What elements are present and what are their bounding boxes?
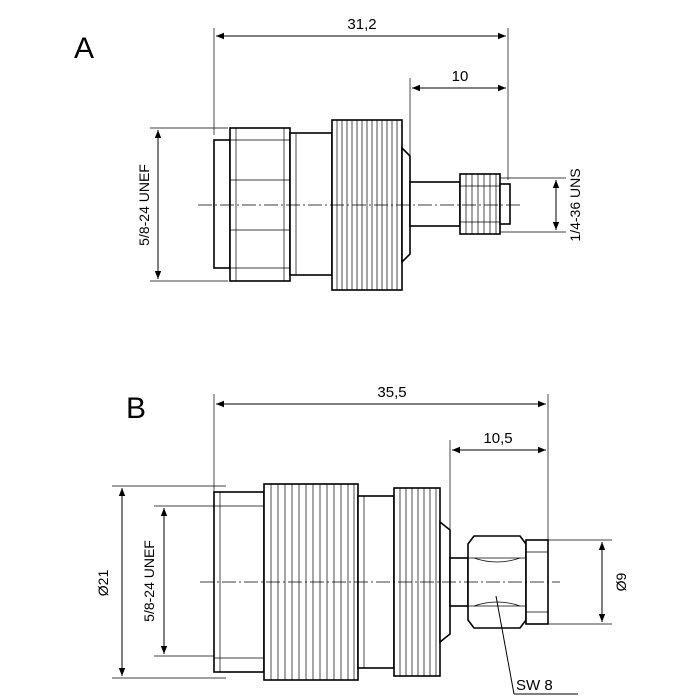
b-thread-left: 5/8-24 UNEF [141, 540, 157, 622]
drawing-b-label: B [126, 392, 146, 425]
a-thread-right: 1/4-36 UNS [567, 168, 583, 241]
a-collar [289, 132, 333, 276]
b-wrench-leader [495, 595, 515, 695]
a-small-hex [459, 173, 501, 235]
b-overall-length: 35,5 [377, 384, 406, 401]
a-overall-length: 31,2 [347, 16, 376, 33]
drawing-a-label: A [74, 32, 94, 65]
b-outer-diameter: Ø21 [95, 570, 111, 597]
b-pin-length: 10,5 [483, 430, 512, 447]
a-left-nut [213, 127, 291, 282]
drawing-b: B 35,5 10,5 Ø21 5/8-24 UNEF Ø9 [95, 384, 629, 695]
b-right-diameter: Ø9 [613, 572, 629, 591]
a-thread-left: 5/8-24 UNEF [136, 164, 152, 246]
b-wrench-size: SW 8 [516, 677, 553, 694]
a-pin-length: 10 [452, 68, 469, 85]
drawing-a: A 31,2 10 5/8-24 UNEF 1/4-36 UNS [74, 16, 583, 291]
a-tip [499, 183, 511, 225]
a-pin-shaft [409, 181, 461, 227]
